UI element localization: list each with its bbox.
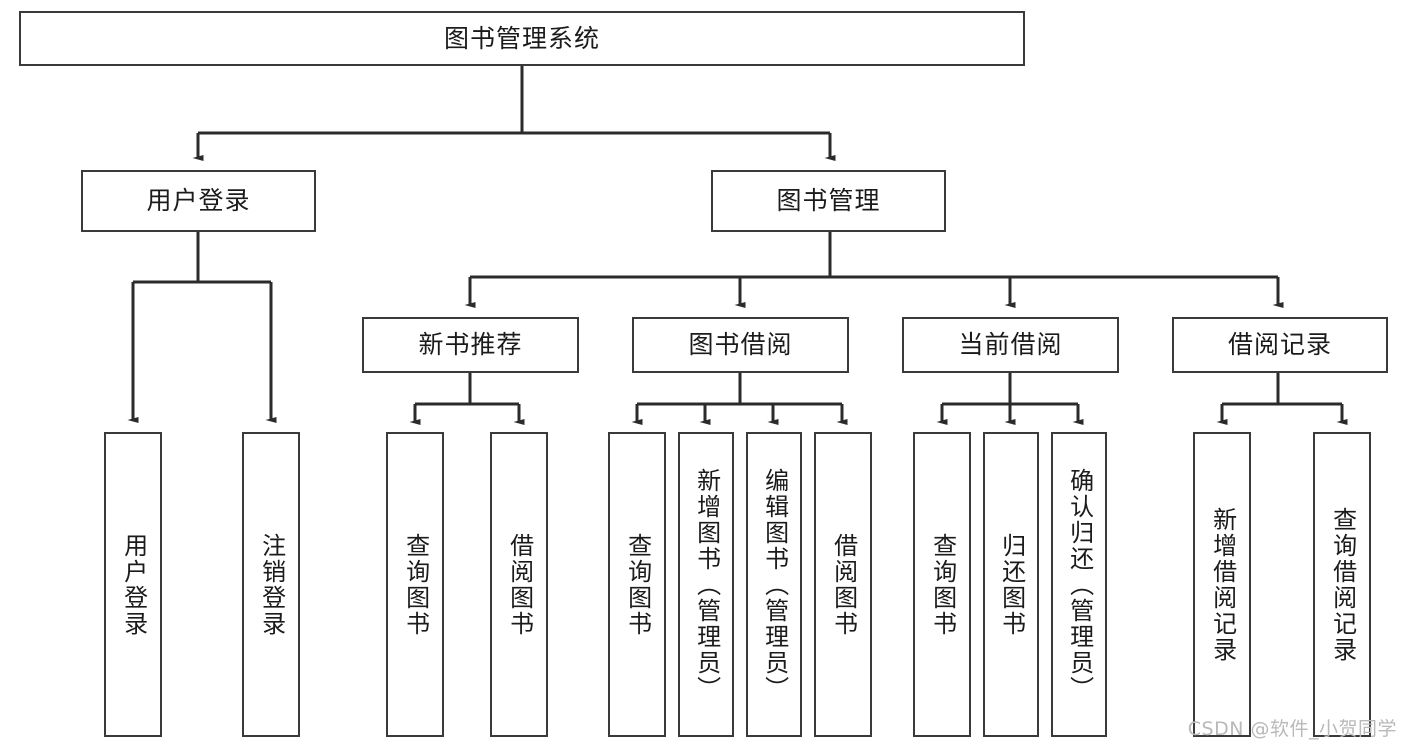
node-label: 图书管理 bbox=[776, 186, 881, 216]
csdn-watermark: CSDN @软件_小贺同学 bbox=[1187, 718, 1397, 740]
leaf-new-book-borrow[interactable]: 借阅图书 bbox=[490, 432, 548, 737]
node-label: 借阅记录 bbox=[1227, 330, 1332, 360]
leaf-user-login-login[interactable]: 用户登录 bbox=[104, 432, 162, 737]
node-label: 用户登录 bbox=[146, 186, 251, 216]
leaf-current-borrow-confirm-return[interactable]: 确认归还（管理员） bbox=[1051, 432, 1107, 737]
node-label: 查询图书 bbox=[928, 532, 957, 637]
node-borrow-record[interactable]: 借阅记录 bbox=[1172, 317, 1388, 373]
node-current-borrow[interactable]: 当前借阅 bbox=[902, 317, 1119, 373]
node-user-login[interactable]: 用户登录 bbox=[81, 170, 316, 232]
node-label: 图书借阅 bbox=[688, 330, 793, 360]
leaf-borrow-record-query[interactable]: 查询借阅记录 bbox=[1313, 432, 1371, 737]
node-label: 当前借阅 bbox=[958, 330, 1063, 360]
node-book-management[interactable]: 图书管理 bbox=[711, 170, 946, 232]
node-root-book-management-system[interactable]: 图书管理系统 bbox=[19, 11, 1025, 66]
node-label: 归还图书 bbox=[997, 532, 1026, 637]
leaf-user-login-logout[interactable]: 注销登录 bbox=[242, 432, 300, 737]
node-label: 查询借阅记录 bbox=[1328, 506, 1357, 663]
leaf-book-borrow-edit[interactable]: 编辑图书（管理员） bbox=[746, 432, 802, 737]
node-label: 用户登录 bbox=[119, 532, 148, 637]
node-label: 查询图书 bbox=[623, 532, 652, 637]
node-label: 借阅图书 bbox=[829, 532, 858, 637]
node-label: 查询图书 bbox=[401, 532, 430, 637]
node-book-borrow[interactable]: 图书借阅 bbox=[632, 317, 849, 373]
node-label: 确认归还（管理员） bbox=[1065, 467, 1094, 702]
node-label: 新增借阅记录 bbox=[1208, 506, 1237, 663]
leaf-book-borrow-query[interactable]: 查询图书 bbox=[608, 432, 666, 737]
node-label: 新增图书（管理员） bbox=[692, 467, 721, 702]
node-label: 图书管理系统 bbox=[443, 23, 600, 53]
node-label: 借阅图书 bbox=[505, 532, 534, 637]
leaf-current-borrow-query[interactable]: 查询图书 bbox=[913, 432, 971, 737]
node-label: 编辑图书（管理员） bbox=[760, 467, 789, 702]
leaf-book-borrow-borrow[interactable]: 借阅图书 bbox=[814, 432, 872, 737]
leaf-new-book-query[interactable]: 查询图书 bbox=[386, 432, 444, 737]
leaf-current-borrow-return[interactable]: 归还图书 bbox=[983, 432, 1039, 737]
leaf-book-borrow-add[interactable]: 新增图书（管理员） bbox=[678, 432, 734, 737]
node-label: 新书推荐 bbox=[418, 330, 523, 360]
node-label: 注销登录 bbox=[257, 532, 286, 637]
node-new-book-recommend[interactable]: 新书推荐 bbox=[362, 317, 579, 373]
leaf-borrow-record-add[interactable]: 新增借阅记录 bbox=[1193, 432, 1251, 737]
